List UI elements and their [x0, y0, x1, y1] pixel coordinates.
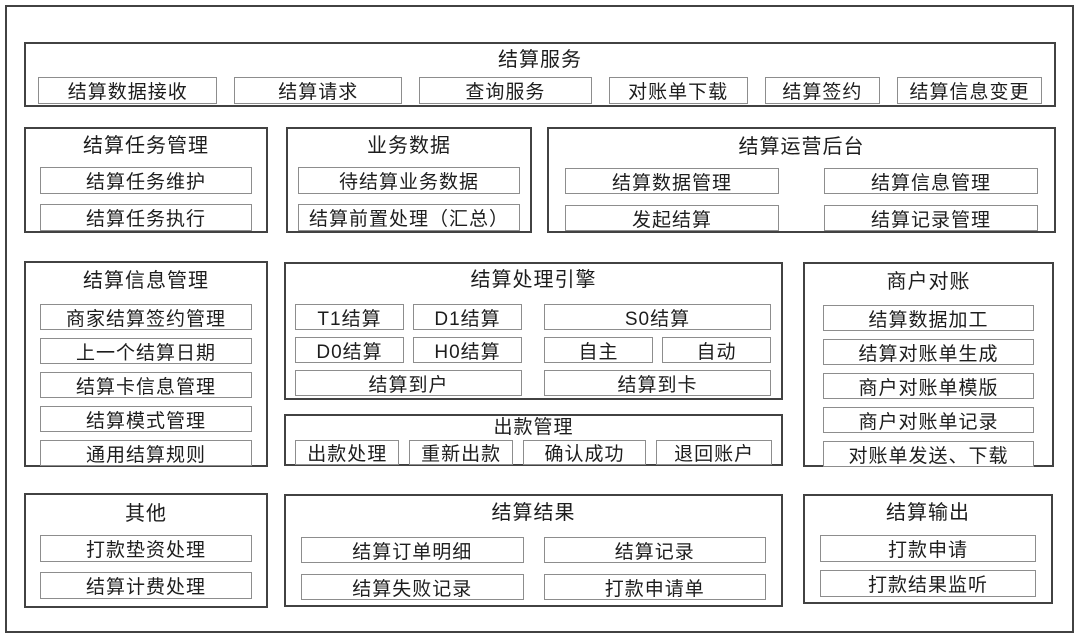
diagram-item: 打款垫资处理: [40, 535, 252, 562]
engine-right-column: S0结算 自主 自动 结算到卡: [544, 304, 771, 396]
section-settlement-result: 结算结果 结算订单明细 结算记录 结算失败记录 打款申请单: [284, 494, 783, 607]
diagram-item: 待结算业务数据: [298, 167, 520, 194]
diagram-item: 结算计费处理: [40, 572, 252, 599]
diagram-item: 确认成功: [522, 440, 647, 465]
bizdata-items: 待结算业务数据 结算前置处理（汇总）: [288, 167, 530, 231]
diagram-item: 对账单下载: [608, 77, 748, 104]
diagram-item: 结算对账单生成: [823, 339, 1034, 365]
diagram-item: 出款处理: [295, 440, 400, 465]
task-items: 结算任务维护 结算任务执行: [26, 167, 266, 231]
section-title: 出款管理: [493, 417, 574, 438]
diagram-item: 结算记录管理: [824, 205, 1038, 231]
section-title: 结算结果: [491, 502, 576, 524]
diagram-item: 查询服务: [419, 77, 592, 104]
diagram-item: 对账单发送、下载: [823, 441, 1034, 467]
section-business-data: 业务数据 待结算业务数据 结算前置处理（汇总）: [286, 127, 532, 233]
output-items: 打款申请 打款结果监听: [805, 535, 1051, 597]
recon-items: 结算数据加工 结算对账单生成 商户对账单模版 商户对账单记录 对账单发送、下载: [805, 305, 1052, 467]
diagram-item: 打款结果监听: [820, 570, 1036, 597]
other-items: 打款垫资处理 结算计费处理: [26, 535, 266, 599]
diagram-item: 结算记录: [543, 537, 766, 563]
info-items: 商家结算签约管理 上一个结算日期 结算卡信息管理 结算模式管理 通用结算规则: [26, 304, 266, 466]
diagram-item: H0结算: [413, 337, 522, 363]
diagram-item: 自动: [662, 337, 771, 363]
section-settlement-engine: 结算处理引擎 T1结算 D1结算 D0结算 H0结算 结算到户 S0结算 自主 …: [284, 262, 783, 400]
diagram-item: D1结算: [413, 304, 522, 330]
section-settlement-output: 结算输出 打款申请 打款结果监听: [803, 494, 1053, 604]
diagram-item: 商户对账单模版: [823, 373, 1034, 399]
payout-items-row: 出款处理 重新出款 确认成功 退回账户: [286, 440, 781, 465]
section-merchant-reconciliation: 商户对账 结算数据加工 结算对账单生成 商户对账单模版 商户对账单记录 对账单发…: [803, 262, 1054, 467]
diagram-item: 结算信息变更: [897, 77, 1042, 104]
diagram-item: 结算任务执行: [40, 204, 252, 231]
section-settlement-ops-backend: 结算运营后台 结算数据管理 结算信息管理 发起结算 结算记录管理: [547, 127, 1056, 233]
diagram-item: D0结算: [295, 337, 404, 363]
diagram-item: 结算失败记录: [301, 574, 524, 600]
diagram-item: 结算任务维护: [40, 167, 252, 194]
section-title: 结算输出: [886, 502, 970, 524]
engine-grid: T1结算 D1结算 D0结算 H0结算 结算到户 S0结算 自主 自动 结算到卡: [286, 304, 781, 396]
ops-items-grid: 结算数据管理 结算信息管理 发起结算 结算记录管理: [549, 168, 1054, 231]
section-payout-mgmt: 出款管理 出款处理 重新出款 确认成功 退回账户: [284, 414, 783, 466]
engine-left-column: T1结算 D1结算 D0结算 H0结算 结算到户: [295, 304, 522, 396]
service-items-row: 结算数据接收 结算请求 查询服务 对账单下载 结算签约 结算信息变更: [26, 77, 1054, 104]
diagram-item: 结算模式管理: [40, 406, 252, 432]
section-title: 业务数据: [367, 135, 451, 157]
diagram-item: 结算卡信息管理: [40, 372, 252, 398]
diagram-item: 打款申请: [820, 535, 1036, 562]
diagram-item: 上一个结算日期: [40, 338, 252, 364]
diagram-item: T1结算: [295, 304, 404, 330]
diagram-item: 通用结算规则: [40, 440, 252, 466]
diagram-item: 商家结算签约管理: [40, 304, 252, 330]
result-items-grid: 结算订单明细 结算记录 结算失败记录 打款申请单: [286, 537, 781, 600]
diagram-item: 结算数据接收: [38, 77, 218, 104]
diagram-item: 结算到户: [295, 370, 522, 396]
section-title: 商户对账: [886, 271, 971, 293]
section-settlement-service: 结算服务 结算数据接收 结算请求 查询服务 对账单下载 结算签约 结算信息变更: [24, 42, 1056, 107]
diagram-item: 重新出款: [409, 440, 513, 465]
diagram-item: 发起结算: [565, 205, 779, 231]
diagram-item: 结算签约: [764, 77, 881, 104]
section-title: 结算运营后台: [738, 136, 865, 158]
section-title: 结算服务: [498, 49, 582, 71]
section-title: 结算信息管理: [83, 270, 209, 292]
section-title: 结算处理引擎: [470, 269, 597, 291]
diagram-item: 结算信息管理: [824, 168, 1038, 194]
diagram-item: 退回账户: [656, 440, 772, 465]
section-settlement-info-mgmt: 结算信息管理 商家结算签约管理 上一个结算日期 结算卡信息管理 结算模式管理 通…: [24, 261, 268, 467]
section-title: 结算任务管理: [83, 135, 209, 157]
diagram-item: 结算前置处理（汇总）: [298, 204, 520, 231]
diagram-item: 结算数据加工: [823, 305, 1034, 331]
diagram-item: 自主: [544, 337, 653, 363]
diagram-item: 结算到卡: [544, 370, 771, 396]
diagram-item: 商户对账单记录: [823, 407, 1034, 433]
diagram-item: 结算订单明细: [301, 537, 524, 563]
diagram-item: 打款申请单: [543, 574, 766, 600]
section-title: 其他: [125, 503, 167, 525]
section-settlement-task-mgmt: 结算任务管理 结算任务维护 结算任务执行: [24, 127, 268, 233]
section-other: 其他 打款垫资处理 结算计费处理: [24, 493, 268, 608]
diagram-item: S0结算: [544, 304, 771, 330]
diagram-item: 结算数据管理: [565, 168, 779, 194]
diagram-item: 结算请求: [234, 77, 403, 104]
